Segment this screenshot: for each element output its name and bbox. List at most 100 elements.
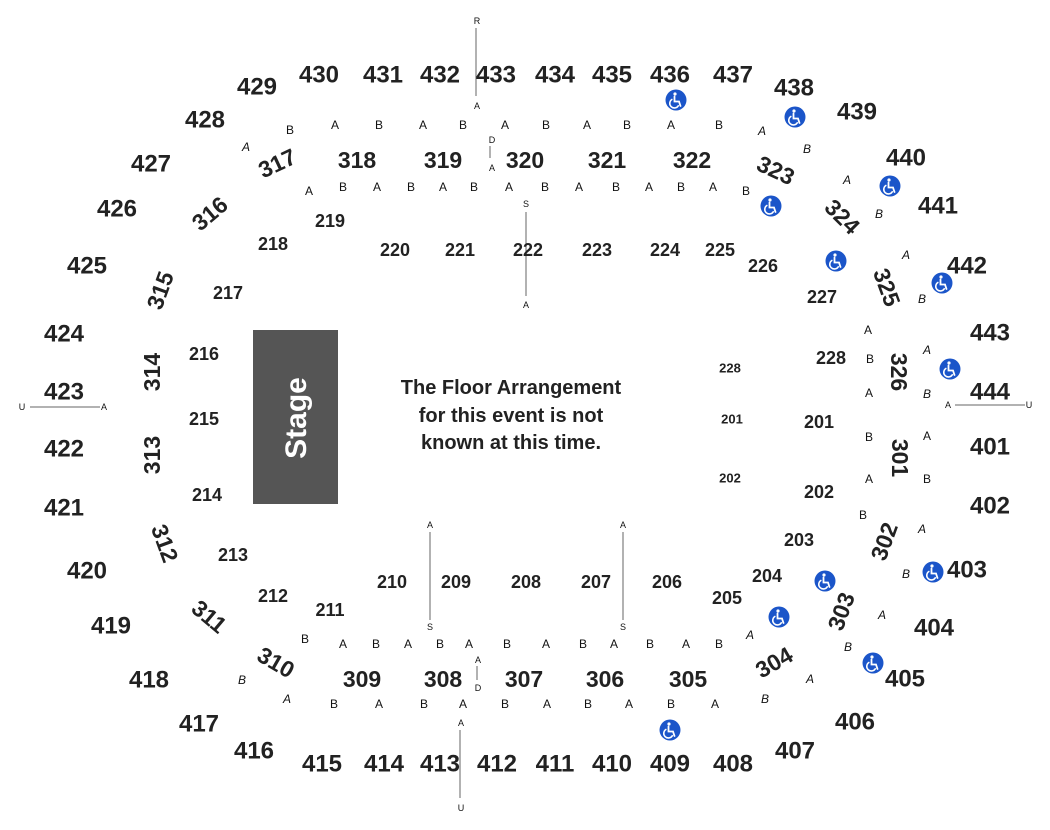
section-318[interactable]: 318 <box>338 147 377 173</box>
section-423[interactable]: 423 <box>44 378 84 405</box>
section-405[interactable]: 405 <box>885 665 925 692</box>
section-401[interactable]: 401 <box>970 433 1010 460</box>
section-220[interactable]: 220 <box>380 240 410 260</box>
section-414[interactable]: 414 <box>364 750 405 777</box>
section-322[interactable]: 322 <box>673 147 711 173</box>
section-319[interactable]: 319 <box>424 147 462 173</box>
section-434[interactable]: 434 <box>535 61 576 88</box>
section-207[interactable]: 207 <box>581 572 611 592</box>
section-320[interactable]: 320 <box>506 147 544 173</box>
section-216[interactable]: 216 <box>189 344 219 364</box>
section-218[interactable]: 218 <box>258 234 288 254</box>
section-321[interactable]: 321 <box>588 147 627 173</box>
section-426[interactable]: 426 <box>97 195 137 222</box>
section-217[interactable]: 217 <box>213 283 243 303</box>
section-428[interactable]: 428 <box>185 106 225 133</box>
section-204[interactable]: 204 <box>752 566 782 586</box>
section-438[interactable]: 438 <box>774 74 814 101</box>
section-435[interactable]: 435 <box>592 61 632 88</box>
section-323[interactable]: 323 <box>753 150 799 190</box>
section-308[interactable]: 308 <box>424 666 463 692</box>
section-417[interactable]: 417 <box>179 710 219 737</box>
section-223[interactable]: 223 <box>582 240 612 260</box>
section-312[interactable]: 312 <box>146 521 184 566</box>
section-227[interactable]: 227 <box>807 287 837 307</box>
section-411[interactable]: 411 <box>536 750 575 777</box>
section-441[interactable]: 441 <box>918 192 958 219</box>
section-205[interactable]: 205 <box>712 588 742 608</box>
section-311[interactable]: 311 <box>187 595 232 639</box>
section-437[interactable]: 437 <box>713 61 753 88</box>
section-202[interactable]: 202 <box>804 482 834 502</box>
section-422[interactable]: 422 <box>44 435 84 462</box>
section-420[interactable]: 420 <box>67 557 107 584</box>
section-409[interactable]: 409 <box>650 750 690 777</box>
section-421[interactable]: 421 <box>44 494 84 521</box>
section-224[interactable]: 224 <box>650 240 680 260</box>
section-201[interactable]: 201 <box>804 412 834 432</box>
section-215[interactable]: 215 <box>189 409 219 429</box>
section-404[interactable]: 404 <box>914 614 955 641</box>
section-208[interactable]: 208 <box>511 572 541 592</box>
section-304[interactable]: 304 <box>751 641 797 683</box>
section-316[interactable]: 316 <box>187 191 233 236</box>
section-424[interactable]: 424 <box>44 320 85 347</box>
section-439[interactable]: 439 <box>837 98 877 125</box>
section-427[interactable]: 427 <box>131 150 171 177</box>
section-403[interactable]: 403 <box>947 556 987 583</box>
section-307[interactable]: 307 <box>505 666 543 692</box>
section-210[interactable]: 210 <box>377 572 407 592</box>
section-301[interactable]: 301 <box>887 439 913 478</box>
section-325[interactable]: 325 <box>868 265 906 310</box>
section-309[interactable]: 309 <box>343 666 381 692</box>
section-203[interactable]: 203 <box>784 530 814 550</box>
section-432[interactable]: 432 <box>420 61 460 88</box>
section-212[interactable]: 212 <box>258 586 288 606</box>
section-225[interactable]: 225 <box>705 240 735 260</box>
section-440[interactable]: 440 <box>886 144 926 171</box>
section-211[interactable]: 211 <box>315 600 344 620</box>
section-317[interactable]: 317 <box>254 143 300 183</box>
section-314[interactable]: 314 <box>139 353 165 392</box>
section-324[interactable]: 324 <box>820 194 866 240</box>
section-313[interactable]: 313 <box>139 436 165 474</box>
section-402[interactable]: 402 <box>970 492 1010 519</box>
section-413[interactable]: 413 <box>420 750 460 777</box>
section-406[interactable]: 406 <box>835 708 875 735</box>
section-326[interactable]: 326 <box>886 353 912 391</box>
section-306[interactable]: 306 <box>586 666 624 692</box>
section-431[interactable]: 431 <box>363 61 403 88</box>
section-436[interactable]: 436 <box>650 61 690 88</box>
floor-section-202[interactable]: 202 <box>719 470 741 485</box>
section-219[interactable]: 219 <box>315 211 345 231</box>
section-214[interactable]: 214 <box>192 485 222 505</box>
floor-section-228[interactable]: 228 <box>719 360 741 375</box>
section-222[interactable]: 222 <box>513 240 543 260</box>
section-302[interactable]: 302 <box>865 519 903 564</box>
section-416[interactable]: 416 <box>234 737 274 764</box>
section-209[interactable]: 209 <box>441 572 471 592</box>
section-429[interactable]: 429 <box>237 73 277 100</box>
section-444[interactable]: 444 <box>970 378 1011 405</box>
section-412[interactable]: 412 <box>477 750 517 777</box>
section-418[interactable]: 418 <box>129 666 169 693</box>
section-442[interactable]: 442 <box>947 252 987 279</box>
section-433[interactable]: 433 <box>476 61 516 88</box>
section-305[interactable]: 305 <box>669 666 708 692</box>
section-310[interactable]: 310 <box>253 641 299 683</box>
section-206[interactable]: 206 <box>652 572 682 592</box>
section-228[interactable]: 228 <box>816 348 846 368</box>
section-430[interactable]: 430 <box>299 61 339 88</box>
section-410[interactable]: 410 <box>592 750 632 777</box>
section-213[interactable]: 213 <box>218 545 248 565</box>
section-443[interactable]: 443 <box>970 319 1010 346</box>
section-408[interactable]: 408 <box>713 750 753 777</box>
section-425[interactable]: 425 <box>67 252 107 279</box>
floor-section-201[interactable]: 201 <box>721 411 743 426</box>
stage[interactable] <box>253 330 338 504</box>
section-303[interactable]: 303 <box>822 589 860 634</box>
section-226[interactable]: 226 <box>748 256 778 276</box>
section-415[interactable]: 415 <box>302 750 342 777</box>
section-419[interactable]: 419 <box>91 612 131 639</box>
section-407[interactable]: 407 <box>775 737 815 764</box>
